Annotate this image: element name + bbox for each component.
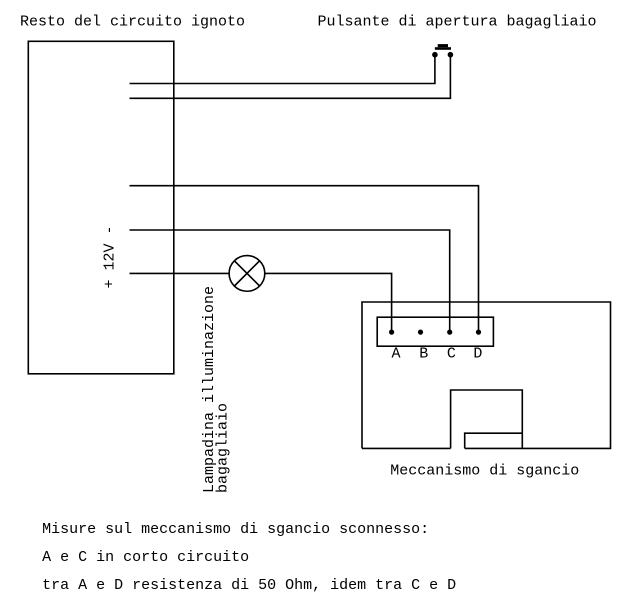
- svg-text:Pulsante di apertura bagagliai: Pulsante di apertura bagagliaio: [318, 14, 597, 31]
- svg-text:Resto del circuito ignoto: Resto del circuito ignoto: [20, 14, 245, 31]
- svg-text:A e C in corto circuito: A e C in corto circuito: [42, 549, 249, 566]
- svg-text:Lampadina illuminazione: Lampadina illuminazione: [201, 286, 218, 493]
- svg-text:bagagliaio: bagagliaio: [215, 403, 232, 493]
- svg-text:Misure sul meccanismo di sganc: Misure sul meccanismo di sgancio sconnes…: [42, 521, 429, 538]
- svg-text:tra A e D resistenza di 50 Ohm: tra A e D resistenza di 50 Ohm, idem tra…: [42, 577, 456, 594]
- svg-text:+ 12V -: + 12V -: [102, 225, 119, 288]
- svg-text:A: A: [391, 346, 400, 363]
- svg-text:Meccanismo di sgancio: Meccanismo di sgancio: [390, 462, 579, 479]
- svg-text:C: C: [447, 346, 456, 363]
- svg-text:B: B: [419, 346, 428, 363]
- svg-text:D: D: [473, 346, 482, 363]
